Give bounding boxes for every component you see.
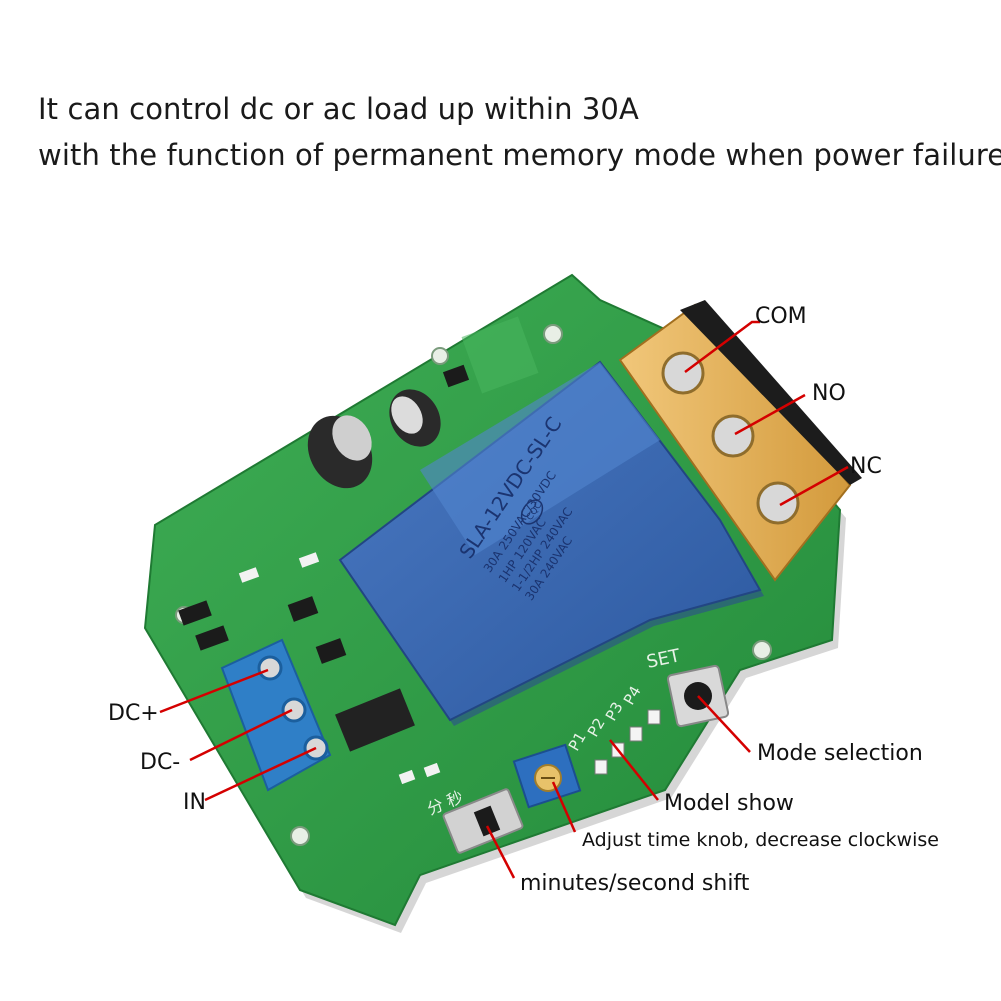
pointer-lines [159, 320, 849, 879]
label-nc: NC [850, 454, 882, 479]
smd-components [178, 364, 470, 785]
mounting-hole [543, 324, 563, 344]
label-in: IN [183, 790, 206, 815]
label-dc-plus: DC+ [108, 701, 159, 726]
label-mode-selection: Mode selection [757, 741, 923, 766]
headline-line-1: It can control dc or ac load up within 3… [38, 92, 639, 126]
label-no: NO [812, 381, 846, 406]
load-terminal-block [618, 300, 862, 582]
label-dc-minus: DC- [140, 750, 181, 775]
mounting-hole [290, 826, 310, 846]
screw-no [711, 414, 755, 458]
minutes-seconds-switch[interactable] [442, 788, 524, 854]
screw-com [661, 351, 705, 395]
label-model-show: Model show [664, 791, 794, 816]
capacitor [307, 389, 441, 489]
mounting-hole [431, 347, 449, 365]
mounting-hole [752, 640, 772, 660]
headline-line-2: with the function of permanent memory mo… [38, 138, 1001, 172]
label-com: COM [755, 304, 807, 329]
screw-nc [756, 481, 800, 525]
relay: SLA-12VDC-SL-C 30A 250VAC/30VDC 1HP 120V… [338, 360, 764, 726]
label-adjust-time-knob: Adjust time knob, decrease clockwise [582, 829, 939, 851]
label-minutes-second-shift: minutes/second shift [520, 871, 750, 896]
